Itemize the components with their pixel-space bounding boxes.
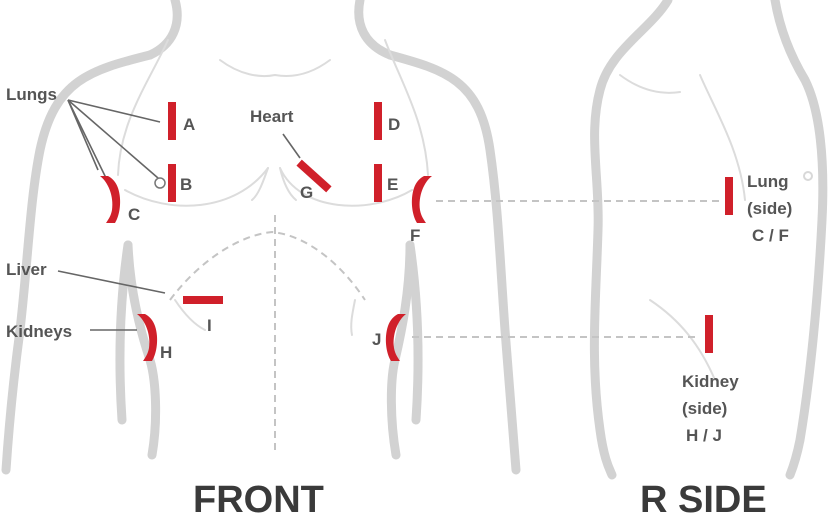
probe-markers-side xyxy=(705,177,733,353)
kidney-side-line-2: (side) xyxy=(682,399,727,418)
point-b-ring xyxy=(155,178,165,188)
leader-lines xyxy=(58,100,300,330)
label-point-b: B xyxy=(180,175,192,194)
label-point-g: G xyxy=(300,183,313,202)
front-body-outline xyxy=(6,0,516,470)
label-point-f: F xyxy=(410,226,420,245)
heading-front: FRONT xyxy=(193,479,324,521)
label-point-d: D xyxy=(388,115,400,134)
label-point-h: H xyxy=(160,343,172,362)
marker-d xyxy=(374,102,382,140)
label-kidneys: Kidneys xyxy=(6,322,72,341)
label-lungs: Lungs xyxy=(6,85,57,104)
label-point-e: E xyxy=(387,175,398,194)
lung-side-line-3: C / F xyxy=(752,226,789,245)
lung-side-label: Lung (side) C / F xyxy=(747,172,792,245)
kidney-side-label: Kidney (side) H / J xyxy=(682,372,739,445)
heading-side: R SIDE xyxy=(640,479,767,521)
probe-markers-front xyxy=(100,102,432,361)
kidney-side-line-3: H / J xyxy=(686,426,722,445)
label-point-a: A xyxy=(183,115,195,134)
label-liver: Liver xyxy=(6,260,47,279)
kidney-side-line-1: Kidney xyxy=(682,372,739,391)
lung-side-line-1: Lung xyxy=(747,172,789,191)
lung-side-line-2: (side) xyxy=(747,199,792,218)
marker-i xyxy=(183,296,223,304)
marker-f xyxy=(412,176,432,223)
label-point-i: I xyxy=(207,316,212,335)
marker-c xyxy=(100,176,120,223)
marker-lung-side xyxy=(725,177,733,215)
marker-a xyxy=(168,102,176,140)
marker-b xyxy=(168,164,176,202)
label-heart: Heart xyxy=(250,107,294,126)
label-point-c: C xyxy=(128,205,140,224)
label-point-j: J xyxy=(372,330,381,349)
marker-kidney-side xyxy=(705,315,713,353)
marker-e xyxy=(374,164,382,202)
